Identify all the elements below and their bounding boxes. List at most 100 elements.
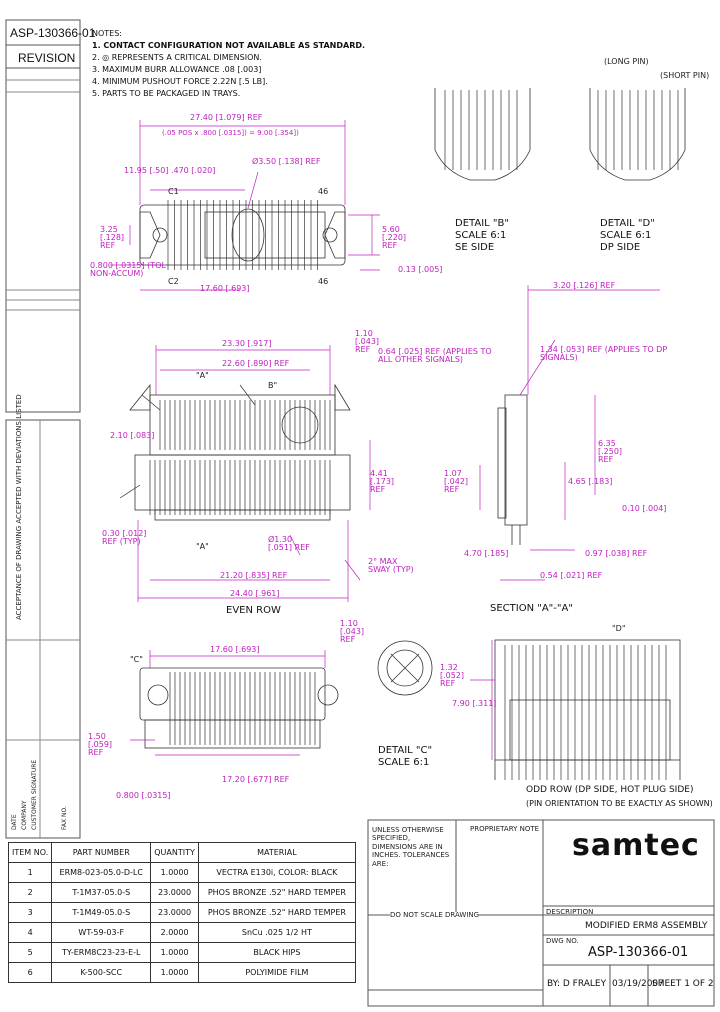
detail-d-label: DETAIL "D" SCALE 6:1 DP SIDE [600,218,655,253]
acceptance-text: ACCEPTANCE OF DRAWING ACCEPTED WITH DEVI… [15,394,23,620]
table-row: 3 T-1M49-05.0-S 23.0000 PHOS BRONZE .52"… [7,902,356,923]
section-aa-label: SECTION "A"-"A" [490,603,573,614]
short-pin-label: (SHORT PIN) [660,71,710,80]
dim-d32: 1.10 [.043] REF [340,619,365,644]
bom-cell: PHOS BRONZE .52" HARD TEMPER [197,902,356,923]
dim-d16: 24.40 [.961] [230,589,280,598]
revision-label: REVISION [18,51,76,65]
table-row: 4 WT-59-03-F 2.0000 SnCu .025 1/2 HT [7,922,356,943]
dim-d15: 21.20 [.835] REF [220,571,288,580]
bill-of-materials: ITEM NO. PART NUMBER QUANTITY MATERIAL 1… [7,842,356,983]
dim-d26: 0.97 [.038] REF [585,549,648,558]
dwg-no-label: DWG NO. [546,937,579,945]
bom-cell: 1.0000 [150,962,199,983]
detail-c-label: DETAIL "C" SCALE 6:1 [378,745,433,768]
dim-d21: 6.35 [.250] REF [598,439,623,464]
bom-cell: 1 [7,862,53,883]
bom-cell: SnCu .025 1/2 HT [197,922,356,943]
notes-header: NOTES: [92,29,122,38]
dim-d29: 1.50 [.059] REF [88,732,113,757]
label-46-top: 46 [318,187,329,196]
dim-d31: 17.20 [.677] REF [222,775,290,784]
bom-cell: 1.0000 [150,942,199,963]
strip-fax: FAX NO. [61,806,68,830]
dim-d2: 11.95 [.50] .470 [.020] [124,166,216,175]
bom-cell: T-1M49-05.0-S [51,902,152,923]
bom-cell: 2.0000 [150,922,199,943]
dim-d1b: (.05 POS x .800 [.0315]) = 9.00 [.354]) [162,129,299,137]
dim-d1: 27.40 [1.079] REF [190,113,263,122]
table-row: 5 TY-ERM8C23-23-E-L 1.0000 BLACK HIPS [7,942,356,963]
dim-d23: 1.07 [.042] REF [444,469,469,494]
dim-d11: 2.10 [.083] [110,431,155,440]
bom-cell: PHOS BRONZE .52" HARD TEMPER [197,882,356,903]
proprietary-note: PROPRIETARY NOTE [470,825,540,833]
dim-d14: Ø1.30 [.051] REF [268,535,310,552]
dim-d4: 3.25 [.128] REF [100,225,125,250]
bom-cell: TY-ERM8C23-23-E-L [51,942,152,963]
note-1: 1. CONTACT CONFIGURATION NOT AVAILABLE A… [92,41,366,50]
bom-cell: 1.0000 [150,862,199,883]
dim-d5: 5.60 [.220] REF [382,225,407,250]
strip-date: DATE [11,814,18,830]
do-not-scale: DO NOT SCALE DRAWING [390,911,480,919]
label-a-bottom: "A" [196,542,209,551]
dim-d27: 0.54 [.021] REF [540,571,603,580]
description-label: DESCRIPTION [546,908,594,916]
sheet-number: SHEET 1 OF 2 [652,979,714,989]
description: MODIFIED ERM8 ASSEMBLY [585,921,708,931]
dim-d13: 0.30 [.012] REF (TYP) [102,529,147,546]
doc-number-top: ASP-130366-01 [10,26,96,40]
bom-cell: K-500-SCC [51,962,152,983]
dim-d20: 0.64 [.025] REF (APPLIES TO ALL OTHER SI… [378,347,492,364]
dim-d30: 0.800 [.0315] [116,791,171,800]
pin-orientation-note: (PIN ORIENTATION TO BE EXACTLY AS SHOWN) [526,799,713,808]
dim-d12: 4.41 [.173] REF [370,469,395,494]
bom-cell: ERM8-023-05.0-D-LC [51,862,152,883]
bom-cell: T-1M37-05.0-S [51,882,152,903]
dim-d17: 3.20 [.126] REF [553,281,616,290]
strip-company: COMPANY [21,800,28,830]
bom-cell: VECTRA E130i, COLOR: BLACK [197,862,356,883]
label-46-bottom: 46 [318,277,329,286]
long-pin-label: (LONG PIN) [604,57,649,66]
label-d: "D" [612,624,626,633]
bom-cell: 4 [7,922,53,943]
bom-header-row: ITEM NO. PART NUMBER QUANTITY MATERIAL [7,842,356,863]
table-row: 2 T-1M37-05.0-S 23.0000 PHOS BRONZE .52"… [7,882,356,903]
dim-d10: 22.60 [.890] REF [222,359,290,368]
bom-cell: POLYIMIDE FILM [197,962,356,983]
bom-cell: 23.0000 [150,882,199,903]
dwg-no: ASP-130366-01 [588,945,689,960]
bom-cell: 23.0000 [150,902,199,923]
note-3: 3. MAXIMUM BURR ALLOWANCE .08 [.003] [92,65,262,74]
odd-row-label: ODD ROW (DP SIDE, HOT PLUG SIDE) [526,785,694,795]
bom-cell: 5 [7,942,53,963]
bom-cell: WT-59-03-F [51,922,152,943]
dim-d25: 4.70 [.185] [464,549,509,558]
dim-sway: 2° MAX SWAY (TYP) [368,557,414,574]
dim-d34: 7.90 [.311] [452,699,497,708]
unless-note: UNLESS OTHERWISE SPECIFIED, DIMENSIONS A… [372,826,450,868]
label-b: B" [268,381,278,390]
even-row-label: EVEN ROW [226,605,281,616]
bom-header: QUANTITY [150,842,199,863]
note-4: 4. MINIMUM PUSHOUT FORCE 2.22N [.5 LB]. [92,77,268,86]
detail-b-label: DETAIL "B" SCALE 6:1 SE SIDE [455,218,509,253]
dim-d24: 0.10 [.004] [622,504,667,513]
dim-d18: 1.10 [.043] REF [355,329,380,354]
note-2: 2. ◎ REPRESENTS A CRITICAL DIMENSION. [92,53,262,62]
dim-d8: 0.13 [.005] [398,265,443,274]
bom-cell: 3 [7,902,53,923]
dim-d9: 23.30 [.917] [222,339,272,348]
label-c1: C1 [168,187,179,196]
note-5: 5. PARTS TO BE PACKAGED IN TRAYS. [92,89,241,98]
dim-d28: 17.60 [.693] [210,645,260,654]
dim-d3: Ø3.50 [.138] REF [252,157,321,166]
dim-d6: 0.800 [.0315] (TOL NON-ACCUM) [90,261,166,278]
table-row: 1 ERM8-023-05.0-D-LC 1.0000 VECTRA E130i… [7,862,356,883]
bom-header: ITEM NO. [7,842,53,863]
dim-d33: 1.32 [.052] REF [440,663,465,688]
